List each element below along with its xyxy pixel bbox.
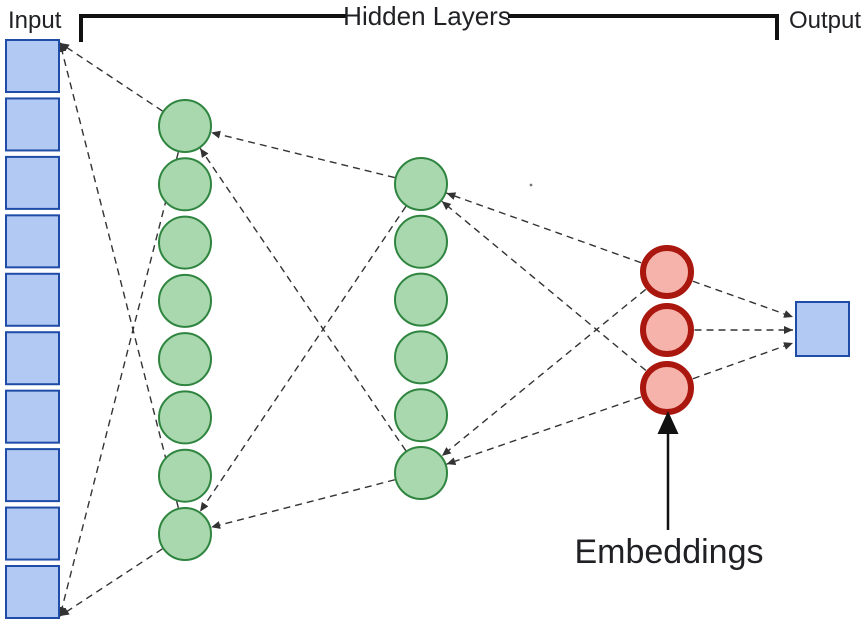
hidden2-node bbox=[394, 214, 448, 269]
embeddings-arrow bbox=[657, 411, 679, 530]
hidden-layers-label: Hidden Layers bbox=[343, 1, 511, 31]
connection-line bbox=[441, 288, 647, 457]
hidden1-node bbox=[158, 215, 212, 270]
connection-line bbox=[210, 479, 396, 529]
connection-line bbox=[446, 192, 642, 264]
input-node bbox=[5, 155, 60, 210]
input-node bbox=[5, 39, 60, 93]
input-node bbox=[5, 214, 60, 269]
hidden2-node bbox=[394, 272, 448, 327]
connection-line bbox=[58, 151, 180, 617]
connection-line bbox=[199, 205, 407, 513]
hidden1-node bbox=[158, 448, 212, 503]
connection-line bbox=[692, 342, 794, 380]
hidden1-node bbox=[158, 157, 212, 212]
bracket-left-segment bbox=[79, 14, 347, 42]
connection-line bbox=[58, 42, 180, 509]
connection-line bbox=[441, 200, 647, 371]
input-node bbox=[5, 565, 60, 619]
connection-line bbox=[59, 42, 163, 112]
connection-line bbox=[692, 280, 794, 318]
input-layer bbox=[5, 39, 60, 619]
hidden1-node bbox=[158, 390, 212, 445]
hidden1-node bbox=[158, 273, 212, 328]
hidden2-node bbox=[394, 446, 448, 500]
hidden2-node bbox=[394, 330, 448, 385]
hidden2-node bbox=[394, 388, 448, 443]
embeddings-layer bbox=[640, 245, 694, 415]
output-node bbox=[795, 301, 850, 357]
hidden1-node bbox=[158, 332, 212, 387]
connection-line bbox=[211, 130, 395, 179]
hidden-layer-2 bbox=[394, 157, 448, 500]
output-label: Output bbox=[789, 7, 861, 34]
input-node bbox=[5, 506, 60, 561]
hidden2-node bbox=[394, 157, 448, 211]
hidden1-node bbox=[158, 99, 212, 153]
embedding-node bbox=[640, 303, 694, 357]
output-layer bbox=[795, 301, 850, 357]
embeddings-arrowhead-icon bbox=[657, 411, 679, 434]
input-label: Input bbox=[8, 7, 62, 34]
input-node bbox=[5, 272, 60, 327]
input-node bbox=[5, 389, 60, 444]
hidden-layers-bracket bbox=[79, 14, 779, 42]
bracket-right-segment bbox=[508, 14, 779, 40]
input-node bbox=[5, 331, 60, 386]
embedding-node bbox=[640, 245, 694, 299]
stray-dot bbox=[529, 183, 533, 187]
connection-line bbox=[59, 548, 163, 617]
connections bbox=[58, 42, 794, 617]
input-node bbox=[5, 448, 60, 503]
connection-line bbox=[446, 396, 642, 466]
embeddings-label: Embeddings bbox=[574, 533, 763, 571]
connection-line bbox=[199, 147, 407, 452]
embedding-node bbox=[640, 361, 694, 415]
input-node bbox=[5, 97, 60, 152]
hidden1-node bbox=[158, 507, 212, 561]
hidden-layer-1 bbox=[158, 99, 212, 561]
